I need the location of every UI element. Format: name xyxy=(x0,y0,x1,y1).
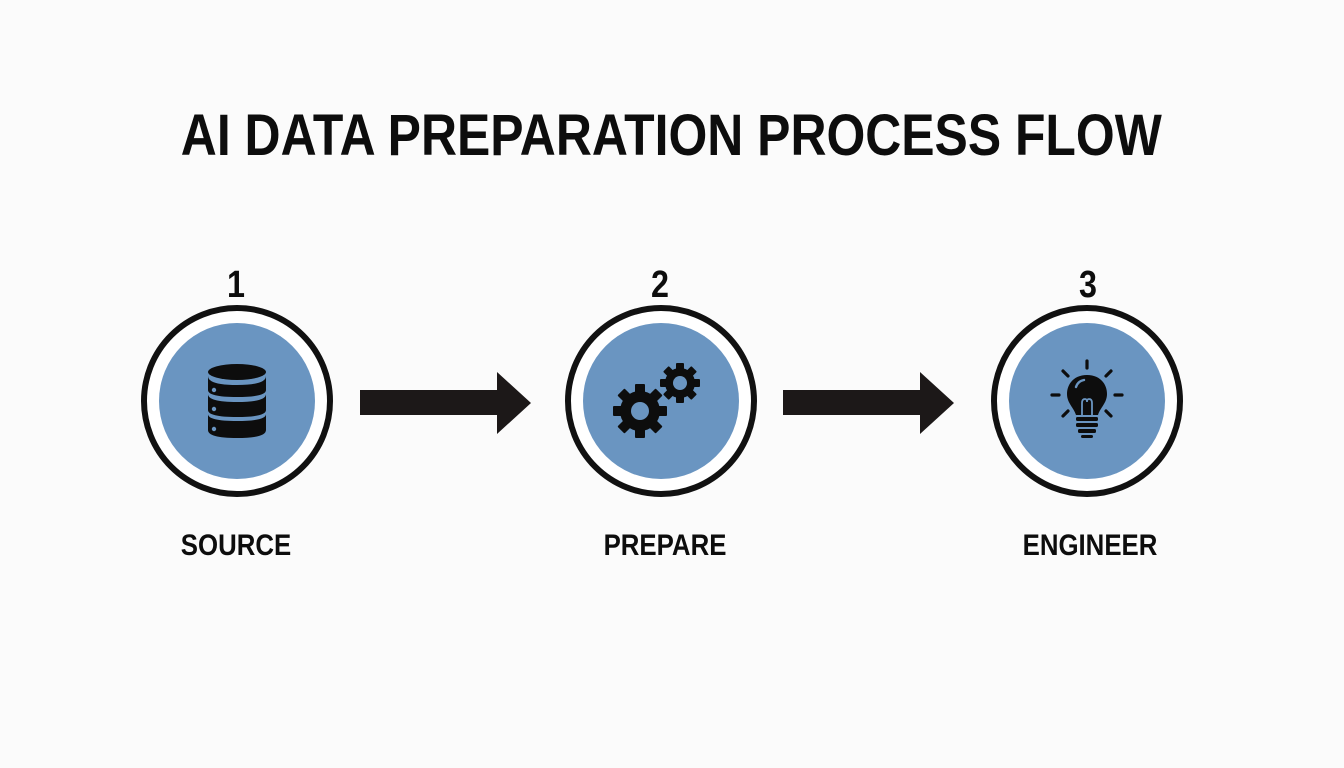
step-number: 3 xyxy=(1079,264,1097,306)
step-label: SOURCE xyxy=(180,529,292,562)
step-label: PREPARE xyxy=(603,529,727,562)
lightbulb-icon xyxy=(1050,359,1124,438)
database-icon xyxy=(208,364,266,438)
step-number: 2 xyxy=(651,264,669,306)
step-disc xyxy=(583,323,739,479)
arrow-right-icon xyxy=(783,372,954,434)
step-label: ENGINEER xyxy=(1022,529,1158,562)
step-circle xyxy=(565,305,757,497)
step-number: 1 xyxy=(227,264,245,306)
page-title: AI DATA PREPARATION PROCESS FLOW xyxy=(180,103,1162,168)
step-disc xyxy=(159,323,315,479)
step-circle xyxy=(141,305,333,497)
gears-icon xyxy=(613,363,700,438)
step-circle xyxy=(991,305,1183,497)
step-disc xyxy=(1009,323,1165,479)
arrow-right-icon xyxy=(360,372,531,434)
